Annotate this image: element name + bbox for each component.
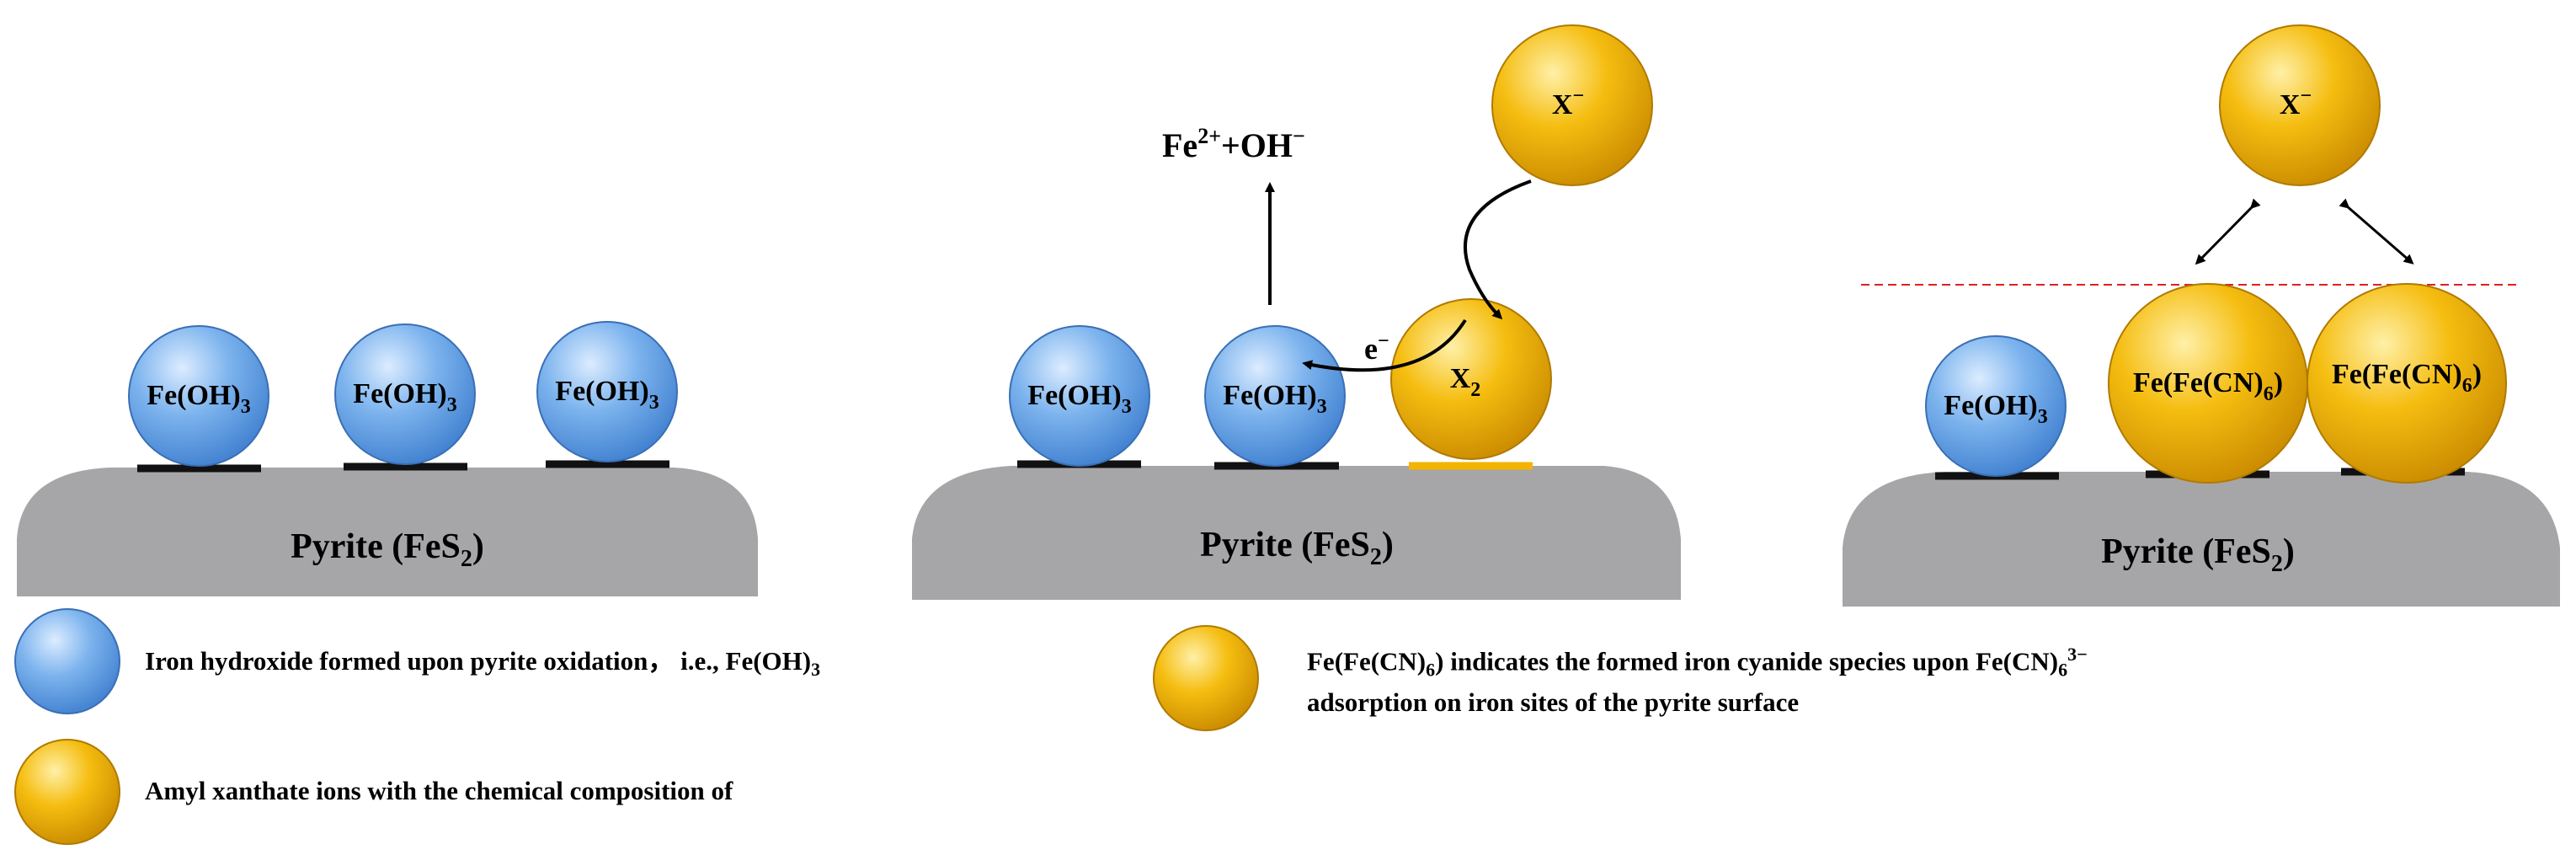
fe-oh3-ball: Fe(OH)3 bbox=[334, 323, 476, 465]
surface-label-1: Pyrite (FeS2) bbox=[291, 527, 484, 572]
svg-text:Fe(OH)3: Fe(OH)3 bbox=[353, 378, 456, 416]
svg-text:Fe(Fe(CN)6): Fe(Fe(CN)6) bbox=[2332, 359, 2482, 397]
panel-2: Fe(OH)3 Fe(OH)3 X2 X− Fe2++OH− e− Pyrite… bbox=[912, 24, 1681, 600]
pyrite-surface-1 bbox=[17, 468, 758, 596]
fe-oh3-ball: Fe(OH)3 bbox=[1925, 335, 2067, 477]
x-minus-ball: X− bbox=[2219, 24, 2381, 186]
fe-oh3-ball: Fe(OH)3 bbox=[1009, 325, 1150, 467]
legend-cyanide-ball bbox=[1153, 625, 1259, 731]
xanthate-curve-arrow bbox=[1464, 179, 1532, 320]
interaction-arrow-left bbox=[2195, 198, 2261, 265]
svg-text:Fe(OH)3: Fe(OH)3 bbox=[1944, 390, 2047, 428]
svg-text:Fe(OH)3: Fe(OH)3 bbox=[147, 380, 250, 418]
svg-text:Fe(Fe(CN)6): Fe(Fe(CN)6) bbox=[2133, 367, 2283, 405]
svg-text:X−: X− bbox=[1552, 85, 1584, 120]
surface-label-3: Pyrite (FeS2) bbox=[2101, 532, 2295, 577]
svg-text:Fe(OH)3: Fe(OH)3 bbox=[555, 376, 659, 414]
x-minus-ball: X− bbox=[1491, 24, 1653, 186]
fe-oh3-ball: Fe(OH)3 bbox=[536, 321, 678, 462]
legend-xanthate-text: Amyl xanthate ions with the chemical com… bbox=[145, 776, 733, 805]
legend-xanthate-ball bbox=[14, 739, 120, 845]
svg-text:Fe(OH)3: Fe(OH)3 bbox=[1223, 380, 1326, 418]
svg-text:X−: X− bbox=[2280, 85, 2312, 120]
fe-oh3-ball: Fe(OH)3 bbox=[1204, 325, 1346, 467]
electron-transfer-arrow bbox=[1302, 318, 1467, 372]
pyrite-surface-3 bbox=[1843, 472, 2560, 607]
electron-label: e− bbox=[1364, 330, 1389, 366]
legend-cyanide-text: Fe(Fe(CN)6) indicates the formed iron cy… bbox=[1307, 644, 2088, 717]
svg-text:Fe(OH)3: Fe(OH)3 bbox=[1027, 380, 1131, 418]
legend-hydroxide-text: Iron hydroxide formed upon pyrite oxidat… bbox=[145, 646, 821, 681]
panel-3: Fe(OH)3 Fe(Fe(CN)6) Fe(Fe(CN)6) X− Pyrit… bbox=[1843, 24, 2560, 607]
fe-fe-cn6-ball: Fe(Fe(CN)6) bbox=[2307, 283, 2507, 484]
panel-1: Fe(OH)3 Fe(OH)3 Fe(OH)3 Pyrite (FeS2) bbox=[17, 321, 758, 596]
pyrite-surface-2 bbox=[912, 466, 1681, 600]
surface-label-2: Pyrite (FeS2) bbox=[1200, 526, 1394, 570]
legend bbox=[14, 608, 1259, 845]
fe-fe-cn6-ball: Fe(Fe(CN)6) bbox=[2108, 283, 2308, 484]
product-label: Fe2++OH− bbox=[1162, 124, 1305, 164]
svg-text:X2: X2 bbox=[1450, 363, 1481, 401]
interaction-arrow-right bbox=[2339, 198, 2414, 265]
x2-ball: X2 bbox=[1390, 298, 1552, 460]
legend-hydroxide-ball bbox=[14, 608, 120, 714]
fe-oh3-ball: Fe(OH)3 bbox=[128, 325, 269, 467]
